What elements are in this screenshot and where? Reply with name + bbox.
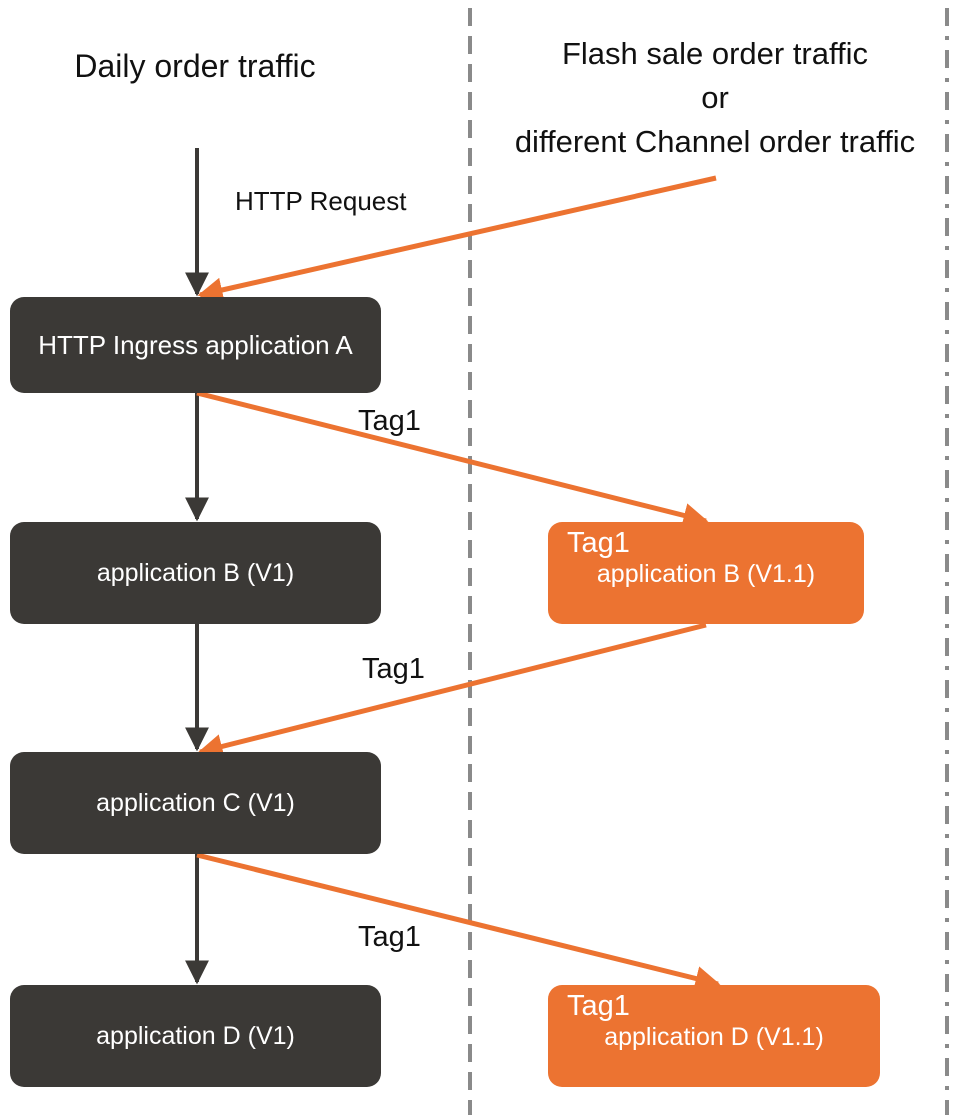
arrow-a-to-b-tagged: [196, 390, 709, 528]
tag-label-c-to-d: Tag1: [358, 921, 421, 953]
node-ingress-application-a-label: HTTP Ingress application A: [38, 330, 353, 360]
node-application-b-v1-label: application B (V1): [96, 559, 295, 587]
flash-traffic-heading: Flash sale order traffic or different Ch…: [475, 32, 955, 164]
node-ingress-application-a: HTTP Ingress application A: [10, 297, 381, 393]
http-request-label: HTTP Request: [235, 186, 407, 216]
node-application-b-v1-1-tag: Tag1: [567, 527, 630, 559]
node-application-c-v1: application C (V1): [10, 752, 381, 854]
node-application-d-v1-1-label: application D (V1.1): [604, 1023, 824, 1051]
arrow-c-to-d-tagged: [196, 852, 721, 991]
node-application-c-v1-label: application C (V1): [96, 789, 295, 817]
flash-heading-line-1: Flash sale order traffic: [561, 36, 869, 71]
arrow-b-tagged-to-c: [197, 622, 707, 759]
node-application-b-v1-1: Tag1 application B (V1.1): [548, 522, 864, 624]
flash-heading-line-3: different Channel order traffic: [514, 124, 916, 159]
tag-label-b-to-c: Tag1: [362, 653, 425, 685]
node-application-d-v1-1-tag: Tag1: [567, 990, 630, 1022]
node-application-d-v1-1: Tag1 application D (V1.1): [548, 985, 880, 1087]
node-application-d-v1-label: application D (V1): [96, 1022, 295, 1050]
arrow-flash-to-a: [197, 175, 717, 303]
node-application-d-v1: application D (V1): [10, 985, 381, 1087]
node-application-b-v1-1-label: application B (V1.1): [596, 560, 816, 588]
daily-traffic-heading: Daily order traffic: [74, 48, 316, 84]
flash-heading-line-2: or: [701, 80, 729, 115]
node-application-b-v1: application B (V1): [10, 522, 381, 624]
tag-label-a-to-b: Tag1: [358, 405, 421, 437]
